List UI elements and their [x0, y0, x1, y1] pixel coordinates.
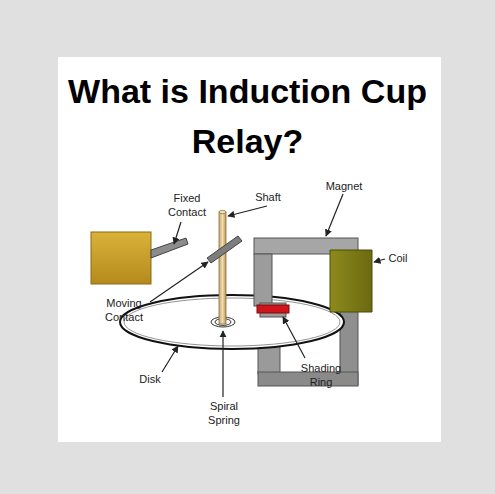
- shading-ring: [257, 305, 289, 313]
- coil: [330, 250, 372, 312]
- part-label: Shaft: [243, 190, 293, 204]
- shaft-top: [219, 210, 226, 213]
- leader-line: [228, 206, 267, 216]
- disk-rim: [124, 298, 340, 346]
- part-label: Magnet: [314, 179, 374, 193]
- leader-line: [326, 194, 343, 236]
- leader-lines: [150, 194, 385, 397]
- part-label: Fixed Contact: [164, 191, 210, 219]
- title: What is Induction Cup Relay?: [62, 66, 433, 166]
- magnet-front-pole: [254, 254, 272, 306]
- leader-line: [283, 317, 305, 358]
- part-label: Shading Ring: [296, 361, 346, 389]
- leader-line: [222, 331, 223, 397]
- moving-contact-arm: [207, 236, 242, 263]
- part-label: Moving Contact: [99, 296, 149, 324]
- part-label: Spiral Spring: [201, 399, 247, 427]
- part-label: Disk: [130, 372, 170, 386]
- leader-line: [174, 222, 181, 244]
- fixed-contact-block: [91, 232, 151, 284]
- fixed-contact-rod: [151, 238, 188, 258]
- shaft: [219, 212, 226, 324]
- magnet-bottom: [258, 372, 358, 386]
- leader-line: [162, 346, 178, 372]
- leader-line: [374, 259, 385, 262]
- leader-line: [150, 262, 208, 302]
- part-label: Coil: [378, 251, 418, 265]
- disk: [120, 295, 344, 349]
